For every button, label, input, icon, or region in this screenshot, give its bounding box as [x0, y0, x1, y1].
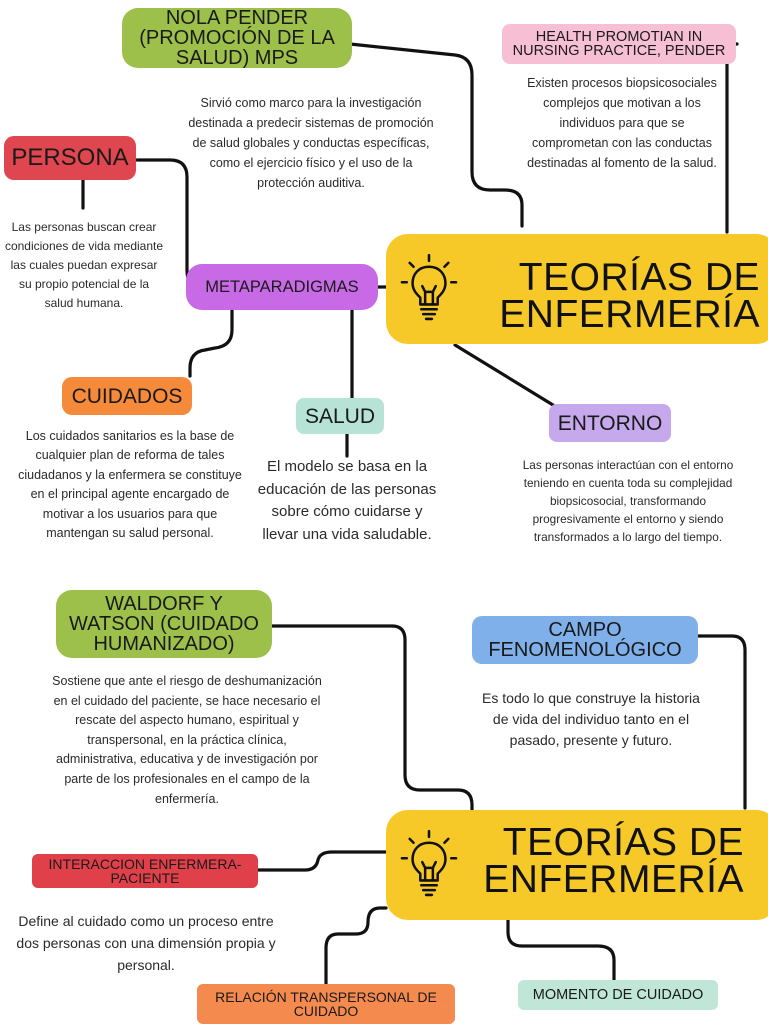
node-interaccion: INTERACCION ENFERMERA-PACIENTE [32, 854, 258, 888]
connector-relacion-central [324, 906, 388, 987]
node-entorno-label: ENTORNO [557, 411, 663, 435]
central-title-1-line1: TEORÍAS DE [518, 256, 760, 299]
connector-interaccion-central [255, 850, 388, 872]
connector-campo-central [696, 634, 747, 810]
node-metaparadigmas: METAPARADIGMAS [186, 264, 378, 310]
text-nola-pender: Sirvió como marco para la investigación … [188, 96, 434, 190]
node-waldorf-watson-label: WALDORF Y WATSON (CUIDADO HUMANIZADO) [69, 593, 259, 655]
node-metaparadigmas-label: METAPARADIGMAS [205, 277, 359, 296]
text-interaccion: Define al cuidado como un proceso entre … [16, 913, 276, 973]
node-waldorf-watson: WALDORF Y WATSON (CUIDADO HUMANIZADO) [56, 590, 272, 658]
connector-waldorf-central [270, 624, 474, 814]
central-title-2-line1: TEORÍAS DE [502, 821, 744, 864]
text-persona: Las personas buscan crear condiciones de… [4, 220, 164, 310]
node-relacion-transpersonal-label: RELACIÓN TRANSPERSONAL DE CUIDADO [215, 989, 437, 1019]
connector-central-entorno [453, 343, 555, 407]
connector-meta-cuidados [188, 308, 234, 378]
text-salud: El modelo se basa en la educación de las… [257, 458, 437, 543]
text-campo-fenomenologico: Es todo lo que construye la historia de … [482, 690, 700, 748]
node-salud-label: SALUD [304, 404, 376, 428]
node-nola-pender: NOLA PENDER (PROMOCIÓN DE LA SALUD) MPS [122, 8, 352, 68]
node-interaccion-label: INTERACCION ENFERMERA-PACIENTE [48, 856, 242, 886]
connector-nola-central [348, 42, 524, 228]
central-title-1-line2: ENFERMERÍA [499, 293, 760, 337]
text-entorno: Las personas interactúan con el entorno … [522, 458, 734, 544]
central-title-1: TEORÍAS DE ENFERMERÍA [499, 256, 760, 337]
node-cuidados: CUIDADOS [62, 377, 192, 415]
connector-central-momento [506, 916, 616, 986]
central-node-teorias-2: TEORÍAS DE ENFERMERÍA [386, 810, 768, 920]
central-title-2: TEORÍAS DE ENFERMERÍA [483, 821, 744, 902]
node-momento-cuidado: MOMENTO DE CUIDADO [518, 980, 718, 1010]
node-campo-fenomenologico: CAMPO FENOMENOLÓGICO [472, 616, 698, 664]
central-title-2-line2: ENFERMERÍA [483, 858, 744, 902]
node-health-promotian-label: HEALTH PROMOTIAN IN NURSING PRACTICE, PE… [512, 28, 726, 59]
node-persona-label: PERSONA [11, 144, 129, 171]
node-entorno: ENTORNO [549, 404, 671, 442]
node-persona: PERSONA [4, 136, 136, 180]
text-health-promotian: Existen procesos biopsicosociales comple… [527, 76, 717, 170]
node-salud: SALUD [296, 398, 384, 434]
node-momento-cuidado-label: MOMENTO DE CUIDADO [532, 986, 704, 1003]
central-node-teorias-1: TEORÍAS DE ENFERMERÍA [386, 234, 768, 344]
lightbulb-icon [400, 253, 458, 321]
text-waldorf-watson: Sostiene que ante el riesgo de deshumani… [52, 674, 322, 806]
node-nola-pender-label: NOLA PENDER (PROMOCIÓN DE LA SALUD) MPS [139, 7, 335, 69]
node-cuidados-label: CUIDADOS [71, 384, 183, 408]
node-health-promotian: HEALTH PROMOTIAN IN NURSING PRACTICE, PE… [502, 24, 736, 64]
node-campo-fenomenologico-label: CAMPO FENOMENOLÓGICO [488, 619, 682, 661]
node-relacion-transpersonal: RELACIÓN TRANSPERSONAL DE CUIDADO [197, 984, 455, 1024]
lightbulb-icon [400, 829, 458, 897]
connector-health-central [725, 42, 739, 234]
text-cuidados: Los cuidados sanitarios es la base de cu… [18, 429, 242, 541]
